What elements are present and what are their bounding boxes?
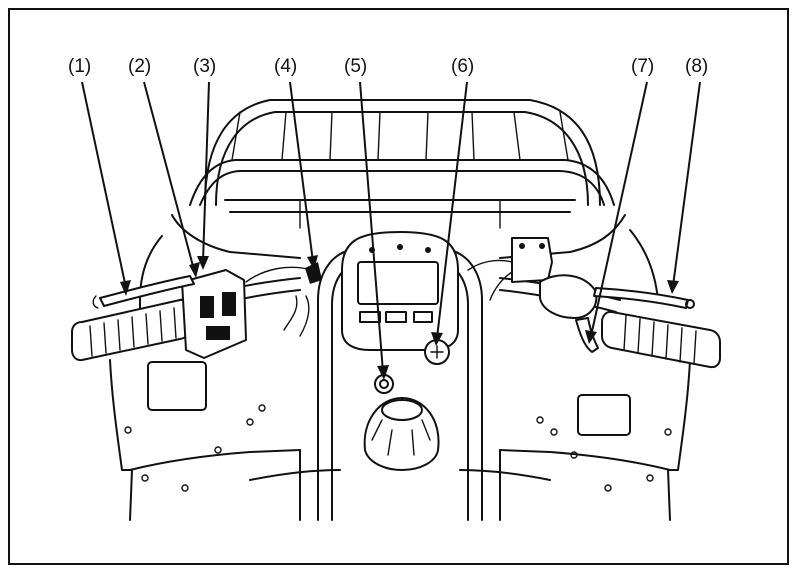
arrow-2-head xyxy=(189,262,200,278)
center-console xyxy=(317,231,483,521)
arrow-3 xyxy=(202,81,210,263)
atv-body xyxy=(109,214,691,521)
arrow-6-head xyxy=(431,332,443,346)
cargo-rack xyxy=(189,99,615,229)
left-handlebar xyxy=(71,262,322,362)
arrow-7 xyxy=(590,81,648,337)
figure-frame xyxy=(8,8,789,565)
callout-label-2: (2) xyxy=(128,56,151,77)
arrow-4-head xyxy=(307,255,318,270)
arrow-1-head xyxy=(120,280,131,296)
callout-label-4: (4) xyxy=(274,56,297,77)
callout-labels: (1) (2) (3) (4) (5) (6) (7) (8) xyxy=(68,56,708,77)
callout-label-8: (8) xyxy=(685,56,708,77)
arrow-4 xyxy=(289,81,314,263)
callout-label-5: (5) xyxy=(344,56,367,77)
callout-arrows xyxy=(81,81,701,380)
arrow-7-head xyxy=(585,330,597,344)
arrow-1 xyxy=(81,81,127,289)
arrow-5 xyxy=(359,81,384,373)
right-handlebar xyxy=(467,237,721,369)
callout-label-1: (1) xyxy=(68,56,91,77)
arrow-2 xyxy=(143,81,195,271)
arrow-5-head xyxy=(377,365,389,380)
callout-label-6: (6) xyxy=(451,56,474,77)
callout-label-7: (7) xyxy=(631,56,654,77)
arrow-8 xyxy=(672,81,701,287)
callout-label-3: (3) xyxy=(193,56,216,77)
arrow-8-head xyxy=(667,280,679,294)
arrow-3-head xyxy=(197,256,209,270)
arrow-6 xyxy=(436,81,468,339)
